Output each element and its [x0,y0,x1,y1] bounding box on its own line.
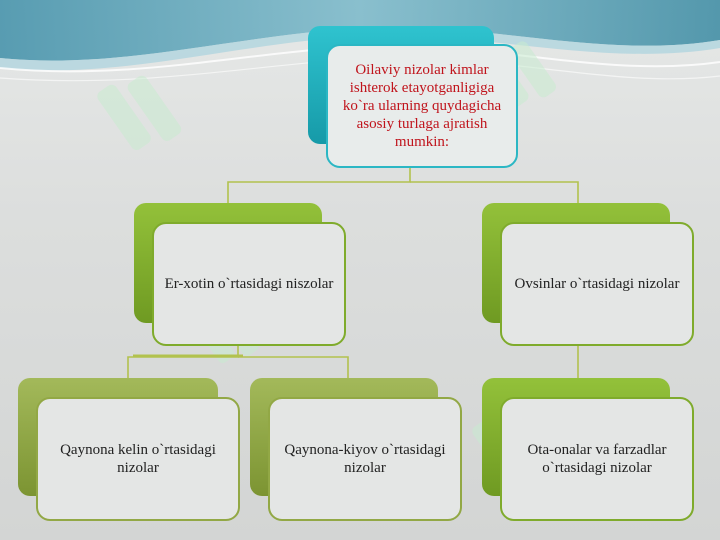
node-mother-in-law-bride-label: Qaynona kelin o`rtasidagi nizolar [60,442,216,476]
node-parents-children-label: Ota-onalar va farzadlar o`rtasidagi nizo… [527,442,667,476]
node-mother-in-law-bride: Qaynona kelin o`rtasidagi nizolar [36,397,240,521]
root-node: Oilaviy nizolar kimlar ishterok etayotga… [326,44,518,168]
node-sisters-in-law: Ovsinlar o`rtasidagi nizolar [500,222,694,346]
node-spouses-label: Er-xotin o`rtasidagi niszolar [164,276,334,292]
node-parents-children: Ota-onalar va farzadlar o`rtasidagi nizo… [500,397,694,521]
node-mother-in-law-son-in-law: Qaynona-kiyov o`rtasidagi nizolar [268,397,462,521]
node-spouses: Er-xotin o`rtasidagi niszolar [152,222,346,346]
root-node-label: Oilaviy nizolar kimlar ishterok etayotga… [342,62,502,150]
node-sisters-in-law-label: Ovsinlar o`rtasidagi nizolar [514,276,680,292]
node-mother-in-law-son-in-law-label: Qaynona-kiyov o`rtasidagi nizolar [284,442,446,476]
